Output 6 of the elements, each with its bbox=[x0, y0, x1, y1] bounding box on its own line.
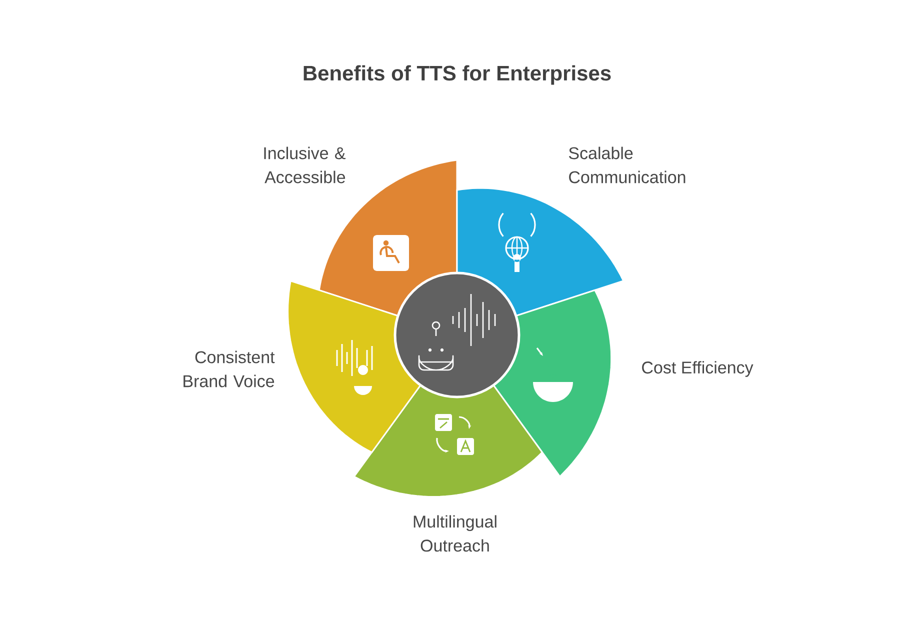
segment-label: Scalable Communication bbox=[568, 146, 686, 184]
segment-label: Consistent Brand Voice bbox=[184, 350, 275, 388]
title: Benefits of TTS for Enterprises bbox=[304, 65, 611, 85]
segment-label: Multilingual Outreach bbox=[414, 515, 496, 552]
segment-label: Inclusive & Accessible bbox=[264, 146, 346, 184]
segment-label: Cost Efficiency bbox=[642, 361, 754, 377]
